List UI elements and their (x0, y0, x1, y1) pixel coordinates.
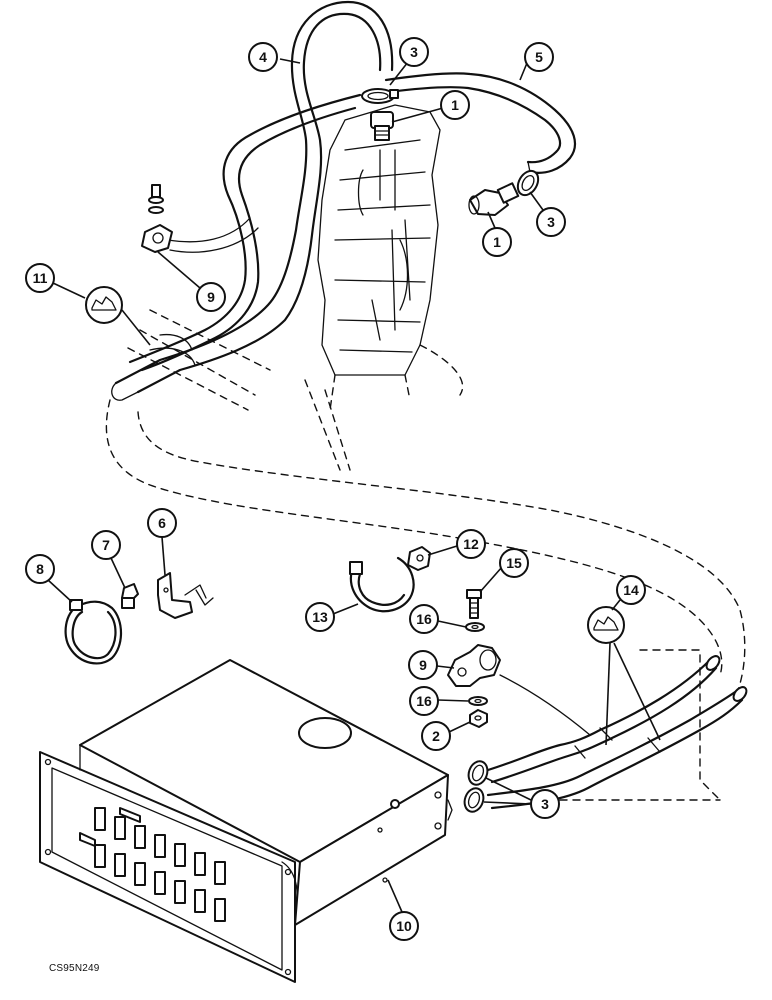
callout-label: 9 (207, 289, 215, 305)
engine-block (304, 104, 464, 471)
washer-16-top (465, 622, 485, 632)
callout-7 (91, 530, 121, 560)
clip-7 (121, 583, 139, 609)
callout-4 (248, 42, 278, 72)
engine-hose (167, 217, 259, 253)
fitting-1-right (468, 182, 520, 216)
callout-13 (305, 602, 335, 632)
callout-label: 13 (312, 609, 328, 625)
callout-16 (409, 604, 439, 634)
callout-label: 12 (463, 536, 479, 552)
hose-guide-lines (127, 309, 271, 411)
callout-2 (421, 721, 451, 751)
fitting-1-top (370, 111, 394, 141)
callout-11 (25, 263, 55, 293)
callout-1 (482, 227, 512, 257)
drawing-code: CS95N249 (49, 963, 100, 974)
callout-label: 11 (33, 270, 48, 286)
callout-10 (389, 911, 419, 941)
callout-label: 4 (259, 49, 267, 65)
callout-label: 1 (451, 97, 459, 113)
callout-label: 14 (623, 582, 639, 598)
callout-label: 16 (416, 611, 432, 627)
callout-label: 7 (102, 537, 110, 553)
callout-6 (147, 508, 177, 538)
callout-label: 3 (547, 214, 555, 230)
callout-label: 8 (36, 561, 44, 577)
bracket-6 (157, 572, 214, 619)
nut-2 (469, 709, 488, 728)
callout-5 (524, 42, 554, 72)
callout-label: 9 (419, 657, 427, 673)
callout-9 (408, 650, 438, 680)
callout-label: 1 (493, 234, 501, 250)
clamp-3-right (516, 169, 540, 197)
callout-label: 5 (535, 49, 543, 65)
heater-hoses (486, 649, 748, 810)
callout-3 (536, 207, 566, 237)
strap-8 (64, 599, 123, 665)
clip-12 (407, 546, 431, 571)
callout-12 (456, 529, 486, 559)
callout-label: 3 (541, 796, 549, 812)
callout-14 (616, 575, 646, 605)
callout-3 (399, 37, 429, 67)
washer-16-bottom (468, 696, 488, 706)
callout-label: 6 (158, 515, 166, 531)
dashed-hose-run (105, 399, 746, 691)
clamps-3-bottom (463, 760, 489, 813)
callout-15 (499, 548, 529, 578)
callout-3 (530, 789, 560, 819)
bolt-15 (466, 589, 482, 619)
heater-box-10 (39, 659, 453, 983)
callout-9 (196, 282, 226, 312)
callout-label: 15 (506, 555, 522, 571)
callout-label: 10 (396, 918, 412, 934)
hose-shield-11 (85, 286, 123, 324)
clamp-3-top (361, 88, 399, 104)
strap-13 (349, 556, 415, 613)
clamp-9-bottom (447, 644, 501, 687)
callout-8 (25, 554, 55, 584)
callout-label: 16 (416, 693, 432, 709)
hose-shield-14 (587, 606, 625, 644)
clamp-9-top (141, 184, 173, 253)
callout-16 (409, 686, 439, 716)
hose-4 (111, 0, 394, 401)
callouts: 4 3 5 1 1 3 9 11 6 (25, 37, 661, 941)
callout-label: 2 (432, 728, 440, 744)
callout-1 (440, 90, 470, 120)
callout-label: 3 (410, 44, 418, 60)
